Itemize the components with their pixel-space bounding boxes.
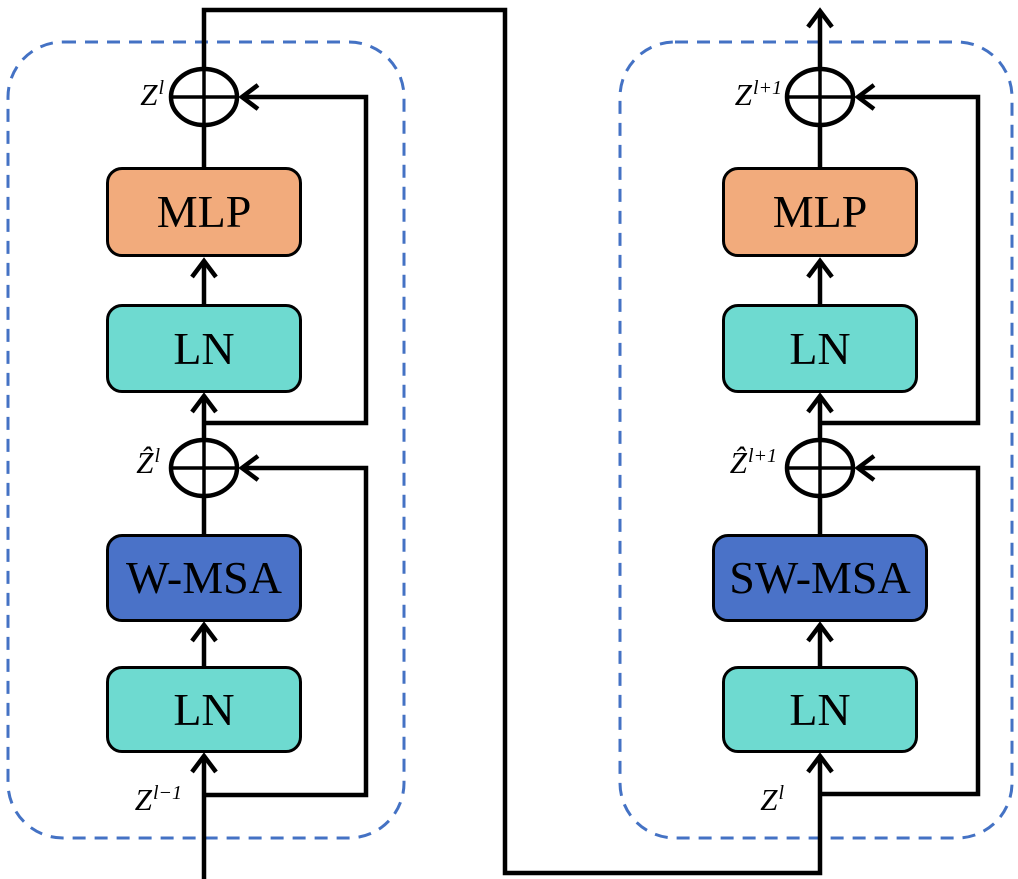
left-residual-upper-arrowhead	[238, 83, 260, 111]
right-residual-lower	[820, 465, 981, 797]
left-ln-upper-label: LN	[173, 322, 235, 374]
left-input-arrowhead	[190, 752, 218, 774]
right-mlp-label: MLP	[772, 186, 868, 237]
right-mid-label-sup: l+1	[747, 444, 777, 467]
left-residual-lower	[204, 465, 369, 798]
left-residual-upper	[204, 94, 369, 426]
right-output-label-sup: l+1	[752, 76, 782, 99]
right-mid-label: Ẑl+1	[685, 444, 777, 480]
right-input-label: Zl	[712, 781, 784, 817]
left-wmsa-box: W-MSA	[106, 534, 302, 622]
left-output-label: Zl	[92, 76, 164, 112]
left-mlp-arrowhead	[190, 257, 218, 279]
left-mlp-label: MLP	[156, 186, 252, 237]
left-mid-label-base: Ẑ	[136, 445, 154, 480]
right-output-sum-cross	[787, 69, 853, 125]
right-input-label-sup: l	[778, 781, 784, 804]
right-residual-lower-arrowhead	[854, 454, 876, 482]
left-mlp-box: MLP	[106, 167, 302, 257]
right-residual-upper	[820, 94, 981, 426]
left-residual-lower-arrowhead	[238, 454, 260, 482]
left-output-sum-cross	[171, 69, 237, 125]
right-mid-sum-cross	[787, 440, 853, 496]
left-input-label-base: Z	[134, 782, 152, 817]
right-ln-upper-box: LN	[722, 304, 918, 393]
right-mid-label-base: Ẑ	[729, 445, 747, 480]
right-output-label-base: Z	[734, 77, 752, 112]
right-mlp-arrowhead	[806, 257, 834, 279]
left-mid-sum-cross	[171, 440, 237, 496]
right-swmsa-box: SW-MSA	[712, 534, 928, 622]
left-msa-arrowhead	[190, 621, 218, 643]
right-ln-lower-label: LN	[789, 683, 851, 735]
right-mlp-box: MLP	[722, 167, 918, 257]
right-output-label: Zl+1	[690, 76, 782, 112]
left-input-label-sup: l−1	[152, 781, 182, 804]
right-ln-lower-box: LN	[722, 666, 918, 753]
left-wmsa-label: W-MSA	[126, 552, 282, 603]
right-input-arrowhead	[806, 752, 834, 774]
right-input-label-base: Z	[760, 782, 778, 817]
right-ln-upper-arrowhead	[806, 392, 834, 414]
left-ln-lower-label: LN	[173, 683, 235, 735]
right-output-arrowhead	[806, 7, 834, 29]
right-swmsa-label: SW-MSA	[729, 552, 911, 603]
left-output-label-base: Z	[140, 77, 158, 112]
left-ln-upper-box: LN	[106, 304, 302, 393]
sum-nodes	[168, 66, 856, 499]
inter-block-connector	[201, 7, 823, 876]
left-mid-label: Ẑl	[88, 444, 160, 480]
left-input-label: Zl−1	[98, 781, 182, 817]
right-block-connectors	[806, 7, 981, 797]
left-block-connectors	[190, 83, 369, 879]
right-msa-arrowhead	[806, 621, 834, 643]
right-residual-upper-arrowhead	[854, 83, 876, 111]
left-ln-lower-box: LN	[106, 666, 302, 753]
left-output-label-sup: l	[158, 76, 164, 99]
left-ln-upper-arrowhead	[190, 392, 218, 414]
right-ln-upper-label: LN	[789, 322, 851, 374]
left-mid-label-sup: l	[154, 444, 160, 467]
right-block-outline	[618, 40, 1014, 840]
